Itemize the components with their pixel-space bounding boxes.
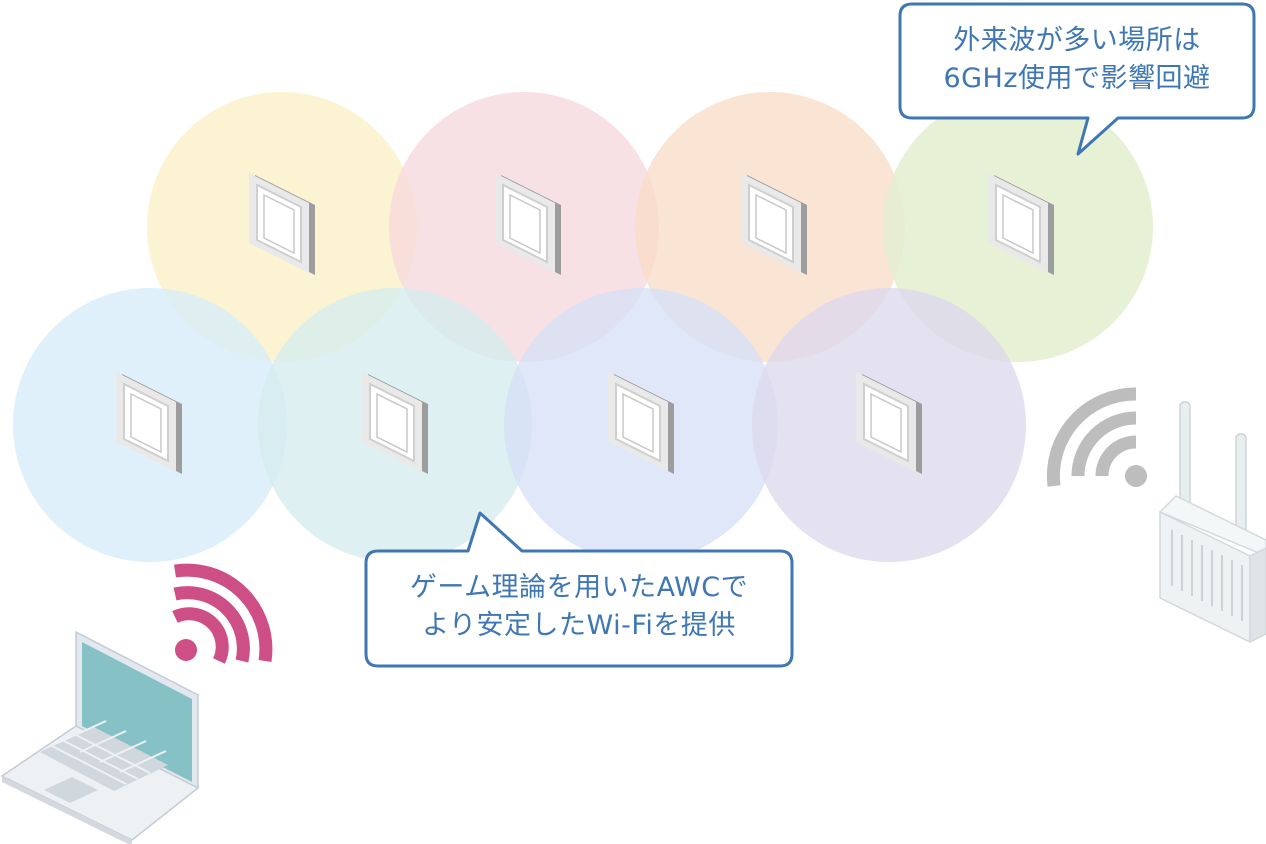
- awc-callout: [364, 511, 794, 668]
- interference-callout-line2: 6GHz使用で影響回避: [943, 63, 1211, 94]
- interference-callout-text: 外来波が多い場所は 6GHz使用で影響回避: [904, 22, 1250, 98]
- laptop-icon: [0, 630, 200, 844]
- external-router-icon: [1158, 401, 1266, 644]
- interference-wifi-icon: [1046, 387, 1147, 487]
- awc-callout-line1: ゲーム理論を用いたAWCで: [409, 572, 749, 603]
- wifi-signal-icon: [172, 563, 273, 664]
- interference-callout: [898, 2, 1256, 156]
- awc-callout-line2: より安定したWi-Fiを提供: [422, 610, 736, 641]
- awc-callout-text: ゲーム理論を用いたAWCで より安定したWi-Fiを提供: [370, 569, 788, 645]
- interference-callout-line1: 外来波が多い場所は: [953, 25, 1201, 56]
